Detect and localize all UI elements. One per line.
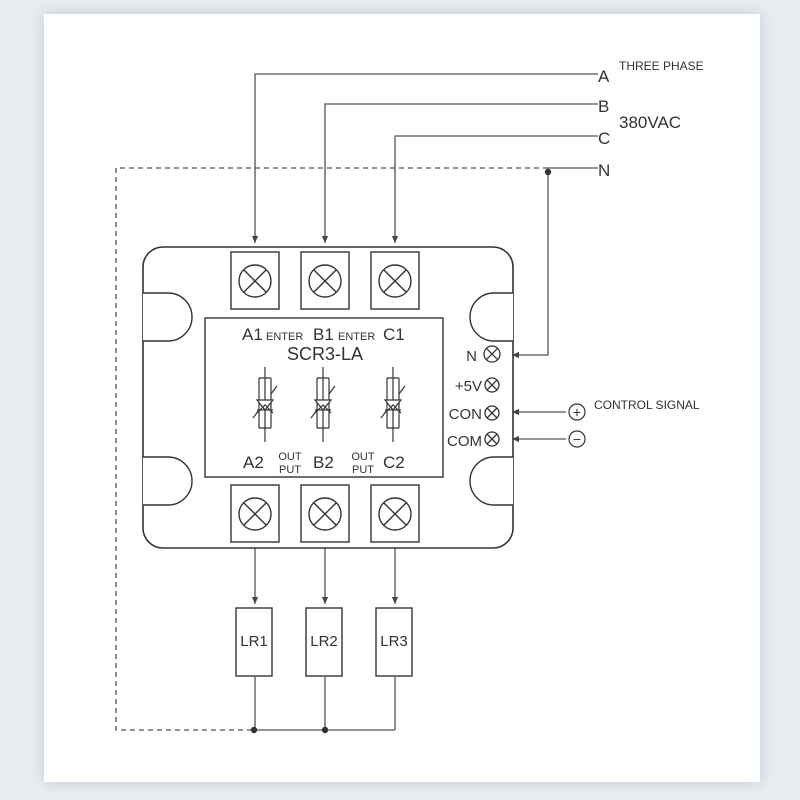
side-terminal-com-screw xyxy=(484,431,500,447)
load-label-2: LR2 xyxy=(310,633,338,650)
supply-title: THREE PHASE xyxy=(619,59,704,73)
load-resistor-1 xyxy=(235,607,273,677)
side-terminal-n-label: N xyxy=(466,348,477,365)
line-label-b: B xyxy=(598,97,609,116)
line-label-c: C xyxy=(598,129,610,148)
junction-dot-bus-2 xyxy=(321,726,329,734)
line-a-wire xyxy=(251,73,598,243)
line-n-wire xyxy=(512,167,598,359)
control-minus-circle xyxy=(568,430,586,448)
neutral-return-dashed xyxy=(115,167,548,731)
supply-voltage: 380VAC xyxy=(619,113,681,132)
mount-slot-top-right xyxy=(469,292,513,342)
output-word-top-1: OUT xyxy=(278,451,302,463)
load-resistor-3 xyxy=(375,607,413,677)
input-label-c1: C1 xyxy=(383,325,405,344)
control-plus-sign: + xyxy=(573,404,581,420)
side-terminal-con-label: CON xyxy=(449,406,482,423)
load-label-3: LR3 xyxy=(380,633,408,650)
output-label-a2: A2 xyxy=(243,453,264,472)
junction-dot-bus-1 xyxy=(250,726,258,734)
mount-slot-bottom-left xyxy=(143,456,193,506)
junction-dot-n xyxy=(544,168,552,176)
output-word-bottom-1: PUT xyxy=(279,464,301,476)
mount-slot-bottom-right xyxy=(469,456,513,506)
enter-label-2: ENTER xyxy=(338,331,375,343)
line-b-wire xyxy=(321,103,598,243)
control-plus-circle xyxy=(568,403,586,421)
scr-symbol-a xyxy=(252,367,278,442)
output-word-top-2: OUT xyxy=(351,451,375,463)
output-word-bottom-2: PUT xyxy=(352,464,374,476)
scr-symbol-b xyxy=(310,367,336,442)
output-label-b2: B2 xyxy=(313,453,334,472)
terminal-c1 xyxy=(370,251,420,310)
side-terminal-5v-label: +5V xyxy=(455,378,482,395)
input-label-b1: B1 xyxy=(313,325,334,344)
control-signal-label: CONTROL SIGNAL xyxy=(594,398,700,412)
side-terminal-5v-screw xyxy=(484,377,500,393)
enter-label-1: ENTER xyxy=(266,331,303,343)
side-terminal-com-label: COM xyxy=(447,433,482,450)
terminal-a2 xyxy=(230,484,280,543)
side-terminal-n-screw xyxy=(483,345,501,363)
line-label-a: A xyxy=(598,67,610,86)
module-model: SCR3-LA xyxy=(287,344,363,364)
control-minus-sign: − xyxy=(573,431,581,447)
load-label-1: LR1 xyxy=(240,633,268,650)
input-label-a1: A1 xyxy=(242,325,263,344)
line-c-wire xyxy=(391,135,598,243)
terminal-b2 xyxy=(300,484,350,543)
scr-symbol-c xyxy=(380,367,406,442)
side-terminal-con-screw xyxy=(484,405,500,421)
mount-slot-top-left xyxy=(143,292,193,342)
terminal-a1 xyxy=(230,251,280,310)
load-resistor-2 xyxy=(305,607,343,677)
module-label-panel xyxy=(204,317,444,478)
output-label-c2: C2 xyxy=(383,453,405,472)
terminal-c2 xyxy=(370,484,420,543)
line-label-n: N xyxy=(598,161,610,180)
terminal-b1 xyxy=(300,251,350,310)
